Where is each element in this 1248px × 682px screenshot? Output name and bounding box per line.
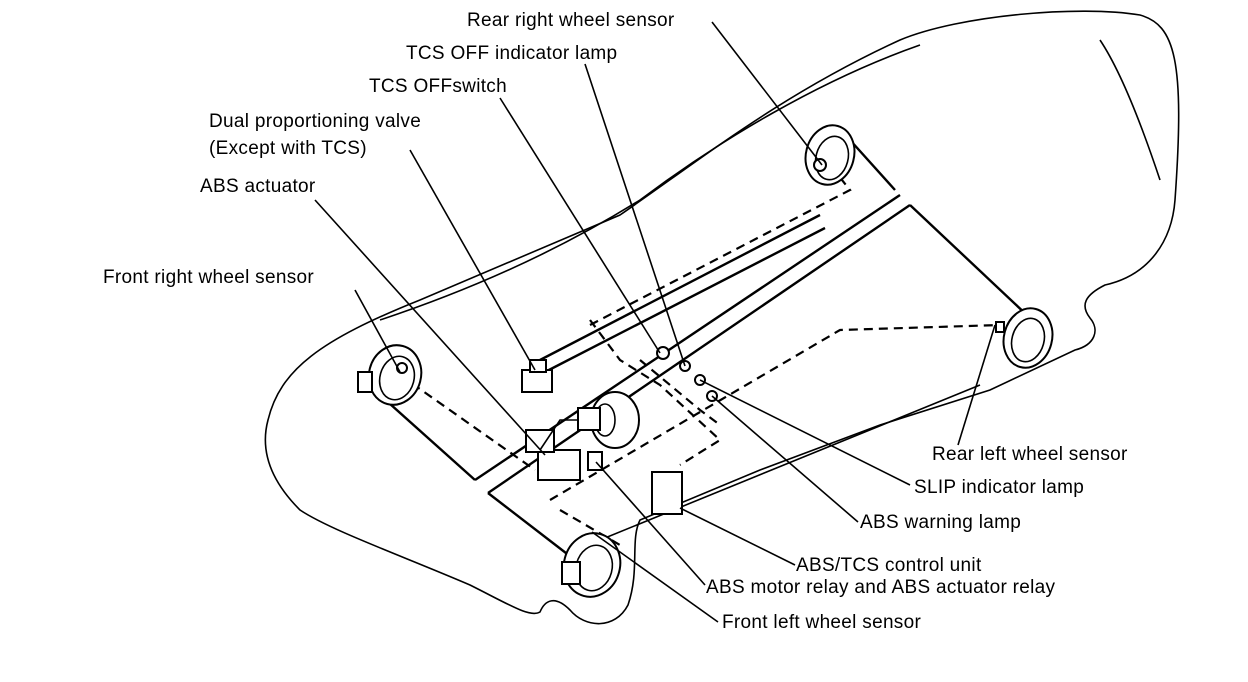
harness-rear-right (589, 164, 852, 326)
car-body-outline (264, 10, 1180, 625)
leader-rear-right-wheel-sensor (711, 21, 823, 166)
brake-line-valve (539, 213, 821, 362)
front-left-wheel (561, 532, 622, 598)
dual-proportioning-valve (521, 359, 553, 393)
master-cylinder-booster (577, 391, 640, 449)
label-abs-motor-relay: ABS motor relay and ABS actuator relay (706, 577, 1056, 598)
harness-main (549, 323, 1001, 501)
leader-front-left-wheel-sensor (591, 531, 719, 623)
rear-window-line (1099, 39, 1161, 181)
rear-right-wheel (804, 124, 856, 186)
harness-front-left (559, 509, 621, 546)
label-rear-left-wheel-sensor: Rear left wheel sensor (932, 444, 1128, 465)
label-abs-tcs-control-unit: ABS/TCS control unit (796, 555, 982, 576)
brake-line-front-right (379, 394, 476, 481)
brake-line-main-2 (487, 204, 911, 494)
tcs-off-switch (656, 346, 670, 360)
brake-line-valve-2 (544, 226, 826, 374)
leader-dual-proportioning-valve (409, 149, 536, 371)
leader-front-right-wheel-sensor (354, 289, 401, 373)
label-dual-proportioning-valve: Dual proportioning valve (209, 111, 422, 132)
rear-left-wheel (995, 307, 1054, 369)
leader-abs-motor-relay (595, 461, 706, 586)
leader-abs-tcs-control-unit (679, 507, 796, 566)
harness-lamps (589, 319, 722, 466)
front-right-wheel (357, 344, 423, 406)
label-abs-actuator: ABS actuator (200, 176, 316, 197)
leader-abs-actuator (314, 199, 546, 456)
label-front-left-wheel-sensor: Front left wheel sensor (722, 612, 922, 633)
brake-line-front-left (487, 492, 576, 561)
roof-line (379, 44, 921, 321)
leader-slip-indicator-lamp (699, 379, 911, 486)
label-rear-right-wheel-sensor: Rear right wheel sensor (467, 10, 675, 31)
abs-tcs-control-unit (651, 471, 683, 515)
label-slip-indicator-lamp: SLIP indicator lamp (914, 477, 1085, 498)
label-front-right-wheel-sensor: Front right wheel sensor (103, 267, 315, 288)
brake-line-rear (849, 139, 896, 191)
label-tcs-off-switch: TCS OFFswitch (369, 76, 507, 97)
label-abs-warning-lamp: ABS warning lamp (860, 512, 1022, 533)
leader-abs-warning-lamp (711, 395, 859, 523)
leader-rear-left-wheel-sensor (957, 324, 996, 446)
harness-lamps-2 (639, 359, 721, 426)
brake-line-rear-left (909, 204, 1031, 319)
label-tcs-off-indicator-lamp: TCS OFF indicator lamp (406, 43, 618, 64)
harness-front-right (399, 374, 536, 471)
leader-tcs-off-indicator-lamp (584, 63, 686, 367)
leader-tcs-off-switch (499, 97, 661, 354)
label-except-with-tcs: (Except with TCS) (209, 138, 367, 159)
